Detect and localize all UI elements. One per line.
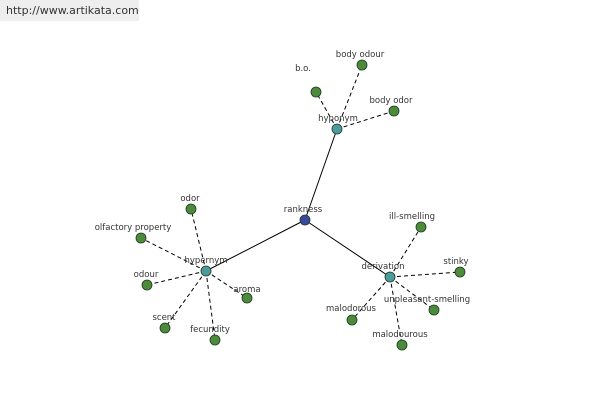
term-label: olfactory property: [95, 223, 172, 233]
term-node[interactable]: [388, 105, 400, 117]
term-node[interactable]: [396, 339, 408, 351]
edge-derivation-term: [389, 276, 435, 311]
term-label: aroma: [233, 285, 260, 295]
term-label: body odour: [336, 50, 385, 60]
edge-hypernym-term: [205, 270, 248, 299]
relation-label-hypernym: hypernym: [184, 256, 227, 266]
term-node[interactable]: [415, 221, 427, 233]
term-node[interactable]: [346, 314, 358, 326]
term-node[interactable]: [185, 203, 197, 215]
edge-hypernym-term: [164, 270, 207, 329]
edge-hypernym-term: [205, 270, 216, 341]
root-label: rankness: [284, 205, 323, 215]
edge-derivation-term: [389, 276, 403, 346]
term-label: ill-smelling: [389, 212, 435, 222]
root-node[interactable]: [299, 214, 311, 226]
relation-label-hyponym: hyponym: [318, 114, 358, 124]
term-node[interactable]: [159, 322, 171, 334]
edge-hyponym-term: [336, 64, 363, 130]
term-node[interactable]: [209, 334, 221, 346]
relation-label-derivation: derivation: [361, 262, 404, 272]
term-node[interactable]: [356, 59, 368, 71]
edge-hyponym-term: [336, 110, 395, 130]
source-url-label[interactable]: http://www.artikata.com: [0, 0, 139, 21]
term-label: unpleasant-smelling: [384, 295, 470, 305]
nodes-layer: b.o. body odour body odor hyponym odor olfact…: [95, 50, 470, 351]
term-label: stinky: [443, 257, 468, 267]
term-label: fecundity: [190, 325, 230, 335]
edge-hyponym-term: [315, 91, 338, 130]
term-node[interactable]: [428, 304, 440, 316]
term-node[interactable]: [310, 86, 322, 98]
term-label: odour: [134, 270, 159, 280]
edge-root-hyponym: [304, 128, 338, 221]
edges-layer: [140, 64, 461, 346]
edge-derivation-term: [389, 226, 422, 278]
term-node[interactable]: [141, 279, 153, 291]
term-node[interactable]: [454, 266, 466, 278]
edge-root-hypernym: [205, 219, 306, 272]
term-node[interactable]: [135, 232, 147, 244]
term-label: odor: [180, 194, 200, 204]
term-label: scent: [152, 313, 176, 323]
term-label: malodourous: [372, 330, 428, 340]
term-node[interactable]: [241, 292, 253, 304]
edge-derivation-term: [389, 271, 461, 278]
edge-root-derivation: [304, 219, 391, 278]
relation-node-derivation[interactable]: [384, 271, 396, 283]
edge-hypernym-term: [146, 270, 207, 286]
term-label: b.o.: [295, 64, 311, 74]
edge-hypernym-term: [140, 237, 207, 272]
relation-node-hyponym[interactable]: [331, 123, 343, 135]
relation-node-hypernym[interactable]: [200, 265, 212, 277]
edge-hypernym-term: [190, 208, 207, 272]
edge-derivation-term: [351, 276, 391, 321]
term-label: malodorous: [326, 304, 377, 314]
term-label: body odor: [369, 96, 413, 106]
